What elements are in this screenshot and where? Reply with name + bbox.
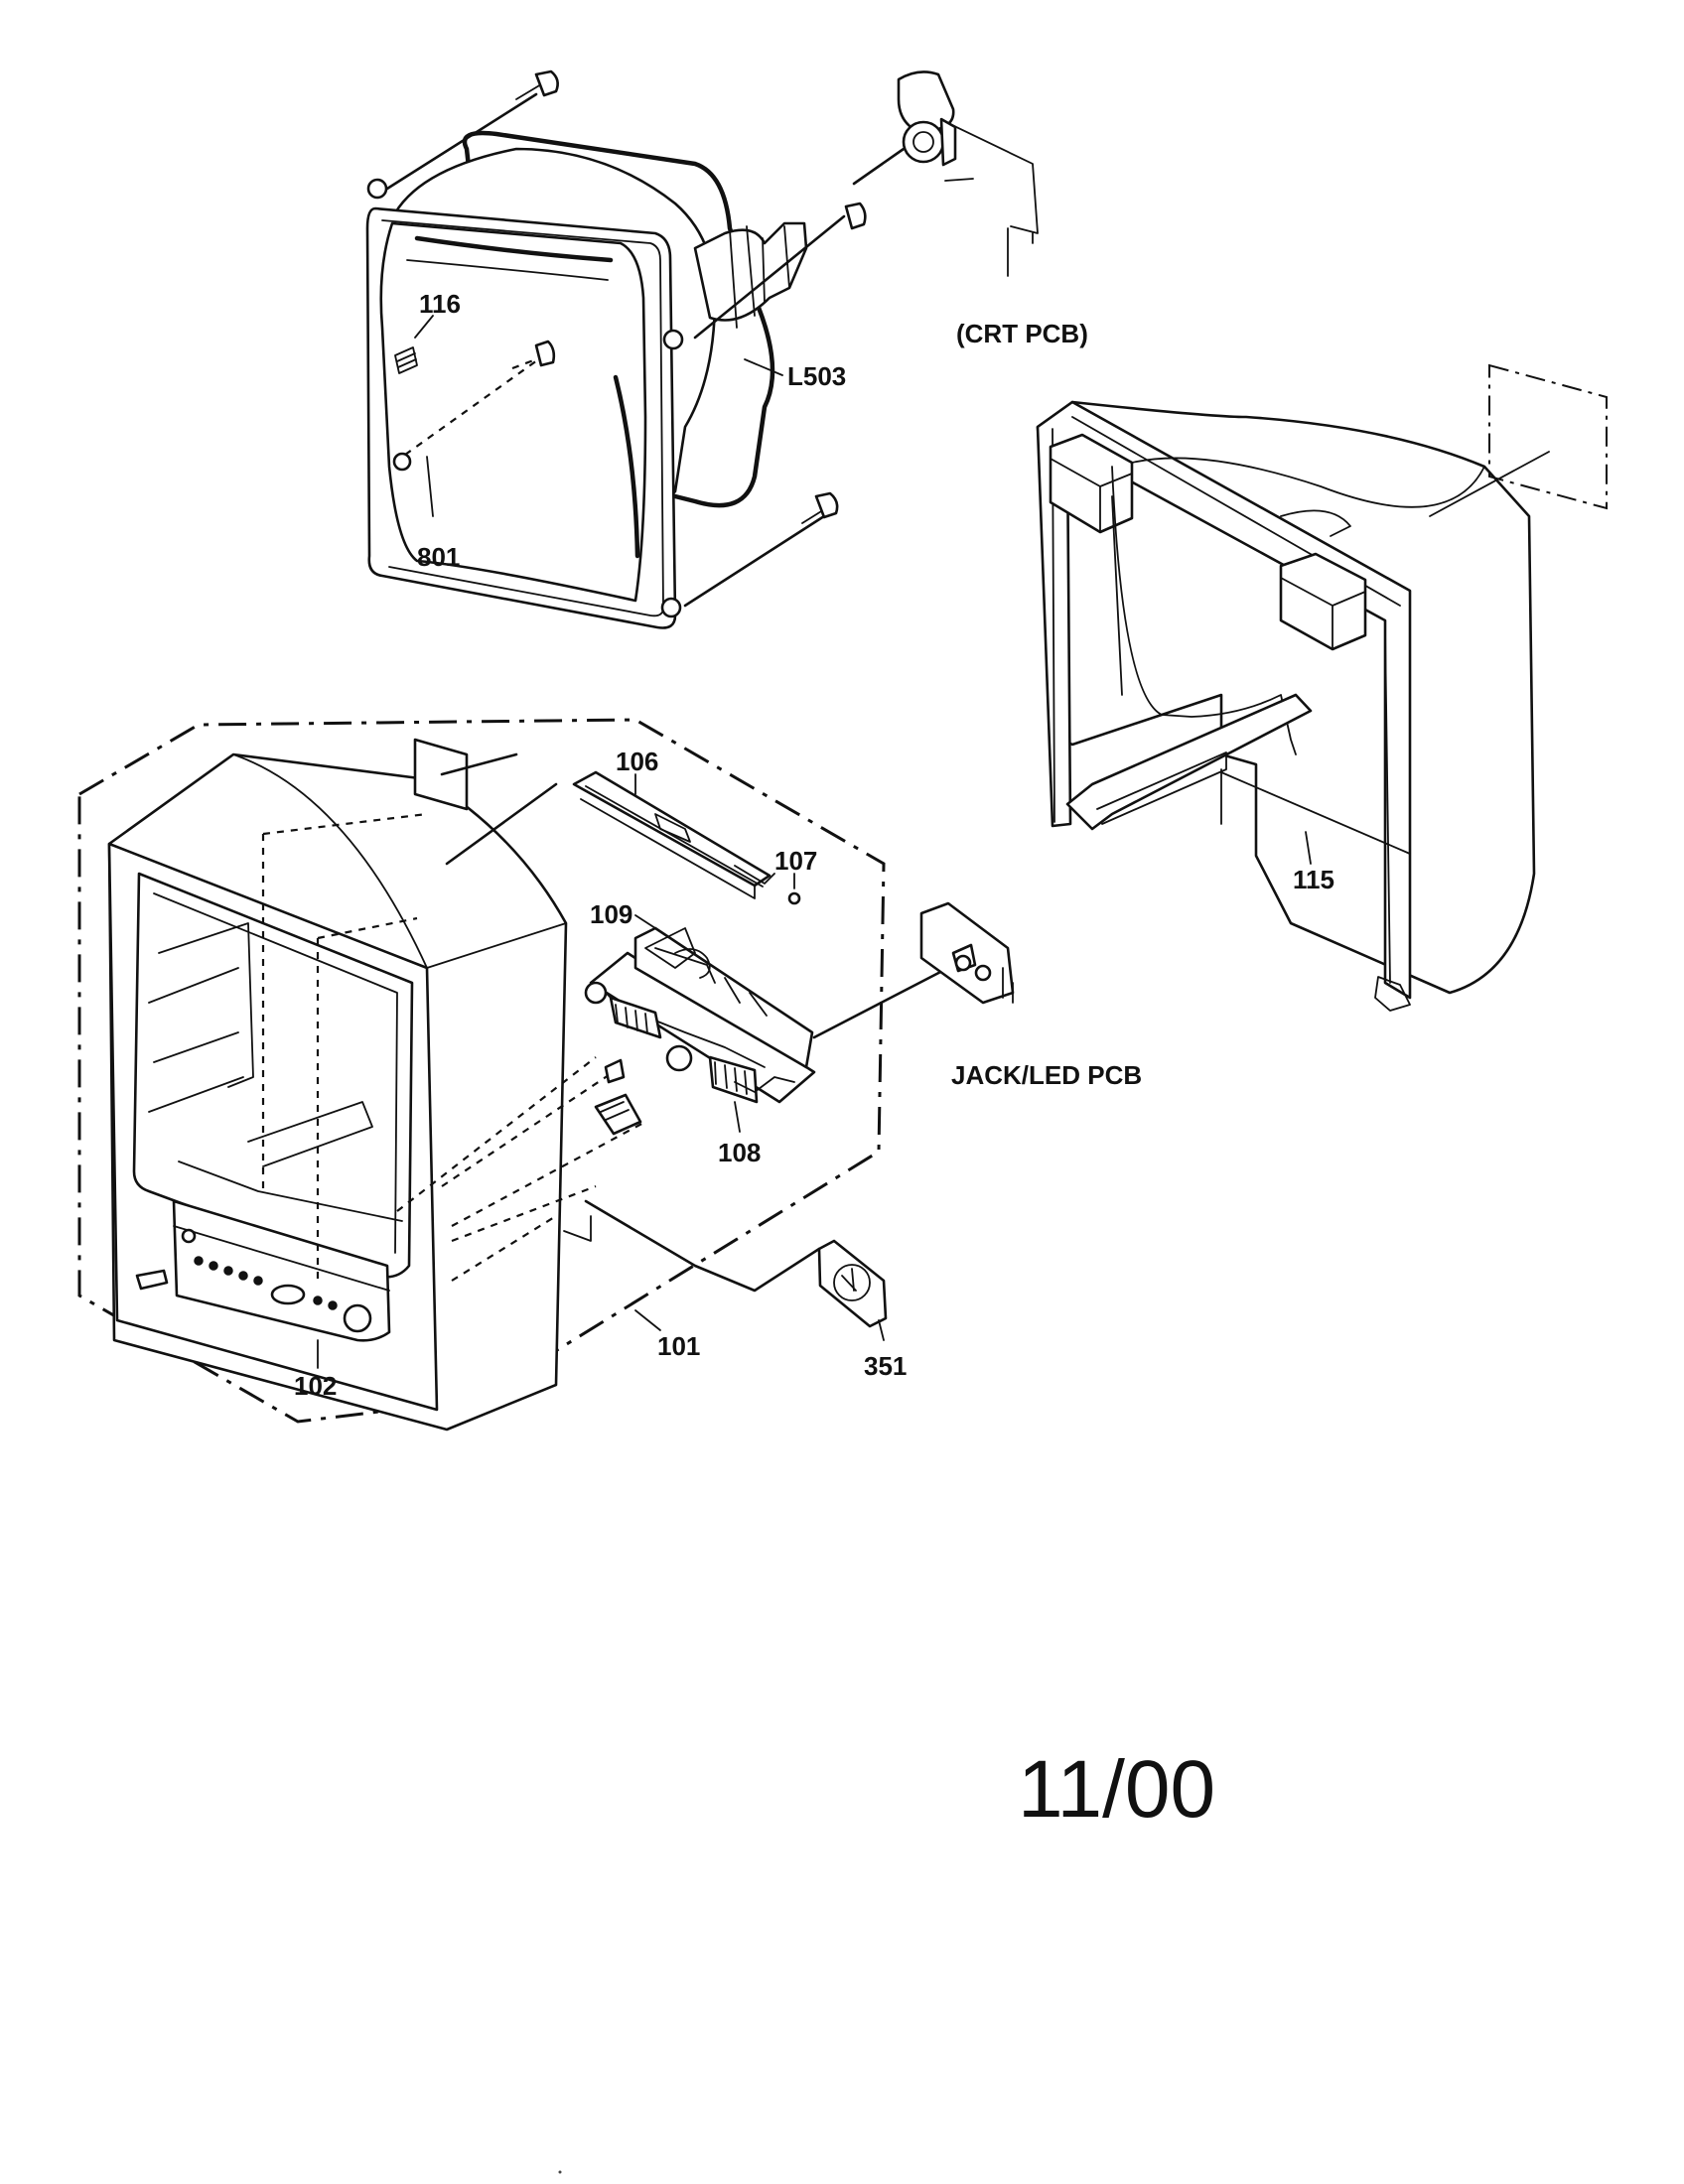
label-crt-pcb: (CRT PCB) (956, 319, 1088, 348)
crt-front-face (365, 206, 677, 629)
crt-picture-tube (365, 69, 867, 629)
cabinet-upper-bracket-right (1279, 552, 1367, 651)
label-116: 116 (419, 289, 461, 319)
revision-date: 11/00 (1018, 1744, 1215, 1835)
scan-speck (558, 2170, 562, 2174)
label-jack-led-pcb: JACK/LED PCB (951, 1060, 1142, 1090)
label-801: 801 (417, 542, 460, 572)
back-cabinet (1036, 363, 1608, 1012)
crt-pcb-board (852, 70, 1039, 277)
speaker-351 (563, 1199, 888, 1328)
label-106: 106 (616, 747, 658, 776)
label-102: 102 (294, 1371, 337, 1401)
label-108: 108 (718, 1138, 761, 1167)
label-115: 115 (1293, 865, 1334, 894)
crt-mount-screws (385, 69, 867, 608)
label-107: 107 (774, 846, 817, 876)
front-cabinet-assembly (77, 718, 886, 1432)
leader-lines (317, 315, 1312, 1369)
label-109: 109 (590, 899, 632, 929)
label-351: 351 (864, 1351, 907, 1381)
cabinet-upper-bracket-left (1049, 433, 1134, 534)
part-106-door-panel (445, 770, 801, 905)
label-l503: L503 (787, 361, 846, 391)
label-101: 101 (657, 1331, 700, 1361)
part-labels: 116 801 L503 (CRT PCB) 115 106 107 109 J… (294, 289, 1334, 1401)
jack-led-pcb (919, 901, 1015, 1005)
rating-label-116 (394, 346, 418, 374)
main-pcb-assembly (584, 926, 950, 1136)
